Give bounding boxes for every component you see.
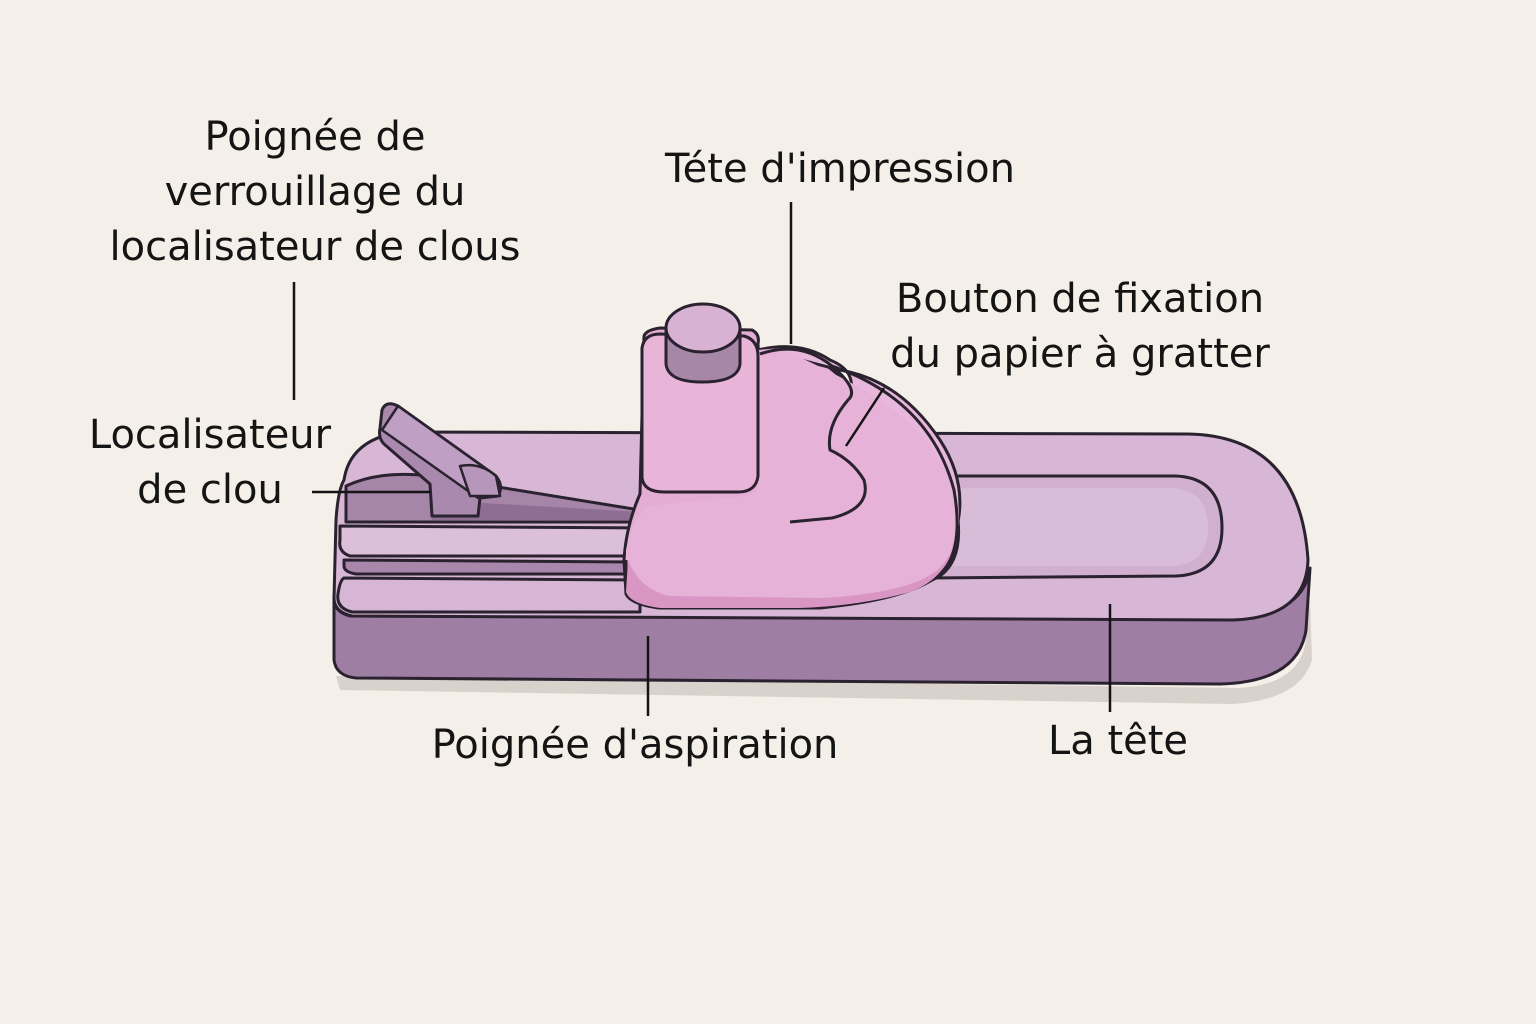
front-rail-lower [336,576,642,614]
label-line: La tête [1047,718,1189,764]
label-line: Bouton de fixation [895,276,1265,322]
label-line: de clou [137,467,283,513]
shell-outline [759,347,867,524]
leader-scraper-button [844,387,886,447]
shell-right-edge [624,364,959,610]
label-line: Poignée d'aspiration [431,722,839,768]
print-head-shell-main [626,348,959,608]
device-shadow [336,600,1312,704]
shell-lower-shade [626,540,954,608]
label-nail-locator: Localisateur de clou [50,408,370,518]
label-the-head: La tête [1000,714,1236,769]
label-line: verrouillage du [164,169,466,215]
locator-slot-floor [432,500,640,520]
label-line: localisateur de clous [109,224,521,270]
front-rail-groove [342,558,642,576]
front-rail-top [338,524,652,558]
print-head-cap-top [664,302,742,354]
label-nail-locator-lock-handle: Poignée de verrouillage du localisateur … [60,110,570,275]
nail-locator-foot [458,463,502,498]
label-print-head: Téte d'impression [600,142,1080,197]
label-suction-handle: Poignée d'aspiration [380,718,890,773]
label-line: Téte d'impression [665,146,1015,192]
inner-track-shade [940,488,1208,566]
label-line: du papier à gratter [890,331,1270,377]
label-line: Localisateur [88,412,332,458]
label-scraper-paper-button: Bouton de fixation du papier à gratter [850,272,1310,382]
label-line: Poignée de [204,114,426,160]
